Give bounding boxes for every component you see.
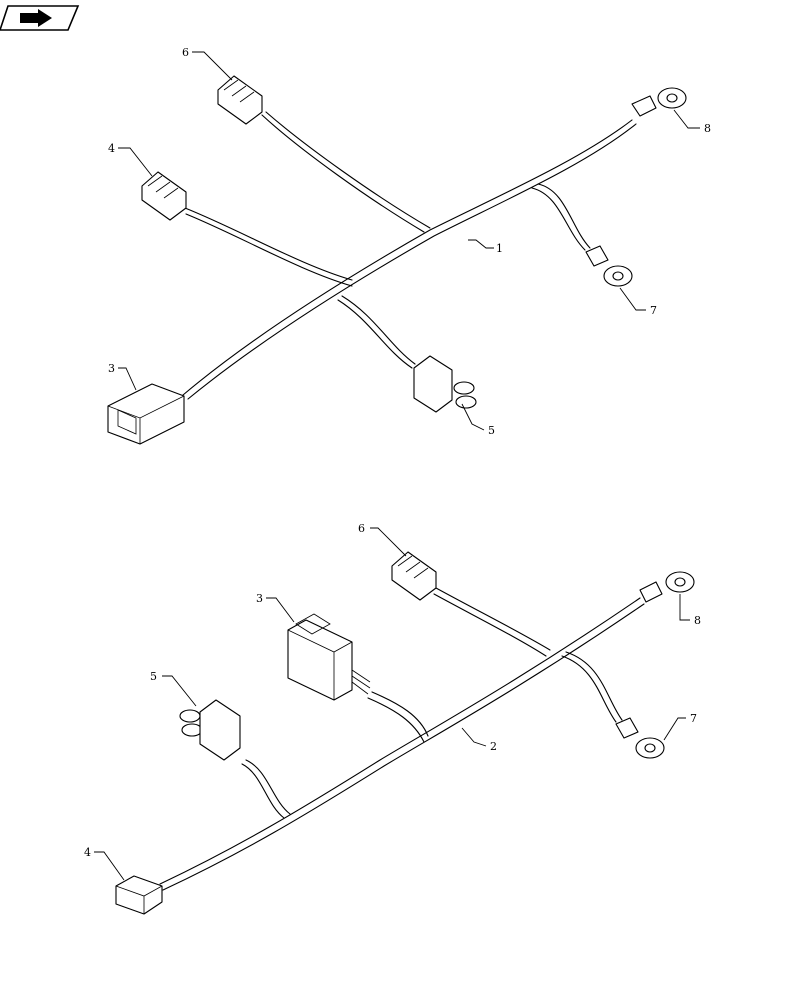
connector-5-bottom xyxy=(179,699,241,761)
harness-top-leaders xyxy=(118,51,700,431)
connector-3-top xyxy=(107,383,185,445)
callout-5: 5 xyxy=(150,670,157,683)
harness-bottom-callouts: 6 3 5 4 2 8 7 xyxy=(84,522,701,859)
connector-5-top xyxy=(413,355,477,413)
ring-terminal-7-top xyxy=(585,245,633,287)
callout-6: 6 xyxy=(182,46,189,59)
callout-4: 4 xyxy=(84,846,91,859)
harness-top-callouts: 6 4 3 1 5 8 7 xyxy=(108,46,711,437)
callout-7: 7 xyxy=(650,304,657,317)
nav-arrow-icon[interactable] xyxy=(0,5,80,31)
callout-6: 6 xyxy=(358,522,365,535)
harness-bottom-wires xyxy=(159,587,645,891)
ring-terminal-7-bottom xyxy=(615,717,665,759)
connector-6-bottom xyxy=(391,551,437,601)
connector-4-bottom xyxy=(115,875,163,915)
connector-3-bottom xyxy=(287,613,371,701)
harness-bottom-leaders xyxy=(94,527,690,881)
callout-5: 5 xyxy=(488,424,495,437)
callout-1: 1 xyxy=(496,242,503,255)
connector-6-top xyxy=(217,75,263,125)
callout-8: 8 xyxy=(704,122,711,135)
harness-top: 6 4 3 1 5 8 7 xyxy=(107,46,711,445)
harness-bottom: 6 3 5 4 2 8 7 xyxy=(84,522,701,915)
connector-4-top xyxy=(141,171,187,221)
callout-3: 3 xyxy=(256,592,263,605)
callout-8: 8 xyxy=(694,614,701,627)
callout-3: 3 xyxy=(108,362,115,375)
ring-terminal-8-top xyxy=(631,87,687,117)
callout-2: 2 xyxy=(490,740,497,753)
ring-terminal-8-bottom xyxy=(639,571,695,603)
callout-7: 7 xyxy=(690,712,697,725)
callout-4: 4 xyxy=(108,142,115,155)
harness-top-wires xyxy=(182,111,637,400)
